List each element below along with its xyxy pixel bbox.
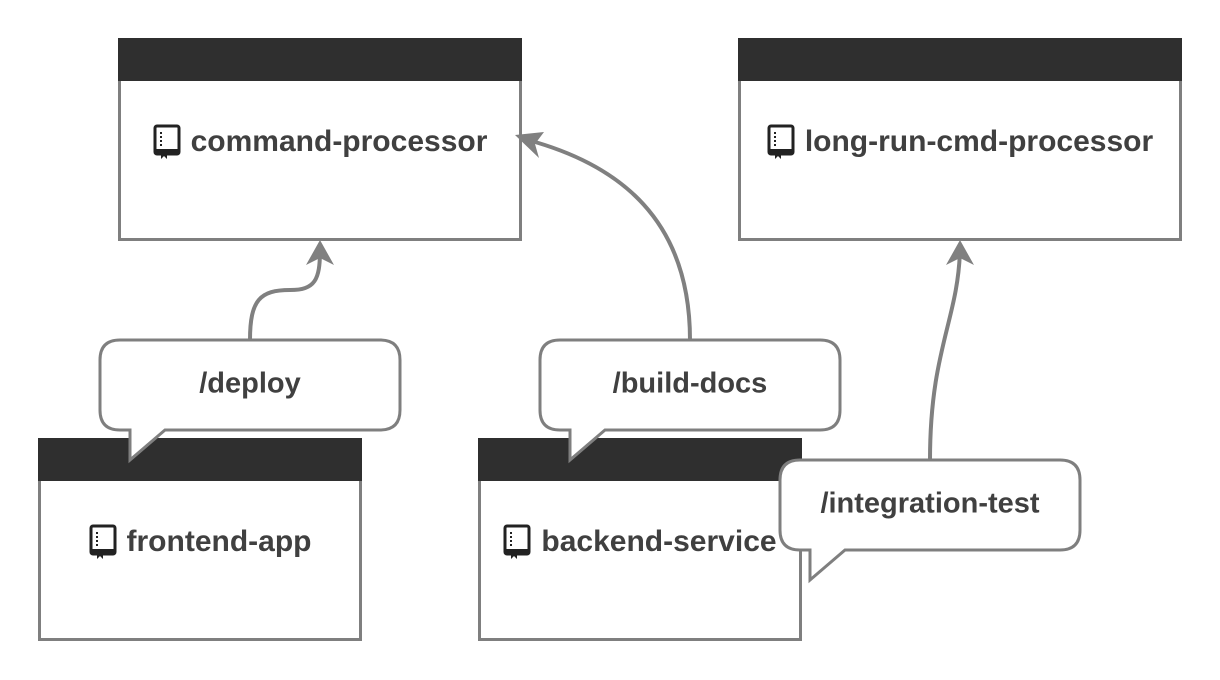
repo-frontend-app[interactable]: frontend-app xyxy=(38,438,362,641)
command-bubble-deploy[interactable]: /deploy xyxy=(98,338,402,464)
command-bubble-integration-test[interactable]: /integration-test xyxy=(778,458,1082,584)
arrowhead-build-docs xyxy=(515,132,544,158)
arrow-deploy xyxy=(248,248,322,342)
arrowhead-integration-test xyxy=(946,240,974,265)
repo-header-bar xyxy=(118,38,522,81)
repo-header-bar xyxy=(738,38,1182,81)
repo-backend-service[interactable]: backend-service xyxy=(478,438,802,641)
repo-book-icon xyxy=(503,524,531,559)
repo-title: long-run-cmd-processor xyxy=(741,122,1179,162)
command-bubble-build-docs[interactable]: /build-docs xyxy=(538,338,842,464)
repo-book-icon xyxy=(89,524,117,559)
repo-long-run-cmd-processor[interactable]: long-run-cmd-processor xyxy=(738,38,1182,241)
repo-book-icon xyxy=(153,124,181,159)
repo-name: long-run-cmd-processor xyxy=(804,125,1154,158)
repo-name: frontend-app xyxy=(126,525,312,558)
repo-name: backend-service xyxy=(541,525,777,558)
repo-name: command-processor xyxy=(190,125,488,158)
arrow-integration-test xyxy=(928,248,962,462)
arrowhead-deploy xyxy=(306,240,334,265)
repo-title: frontend-app xyxy=(41,522,359,562)
arrow-build-docs xyxy=(526,138,692,342)
command-label-build-docs: /build-docs xyxy=(613,368,768,400)
repo-command-processor[interactable]: command-processor xyxy=(118,38,522,241)
repo-title: command-processor xyxy=(121,122,519,162)
repo-header-bar xyxy=(38,438,362,481)
repo-book-icon xyxy=(767,124,795,159)
command-label-integration-test: /integration-test xyxy=(820,488,1039,520)
command-label-deploy: /deploy xyxy=(199,368,301,400)
repo-title: backend-service xyxy=(481,522,799,562)
repo-header-bar xyxy=(478,438,802,481)
